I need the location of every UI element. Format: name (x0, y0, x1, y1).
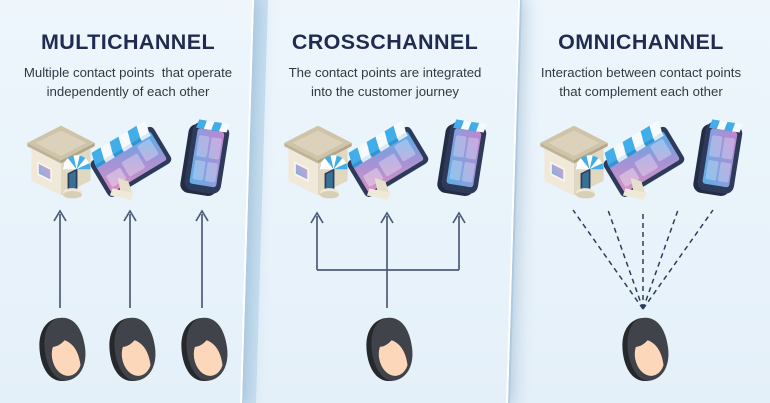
customers-row (8, 314, 248, 394)
column-crosschannel: CROSSCHANNEL The contact points are inte… (265, 0, 505, 403)
description-line: The contact points are integrated (288, 65, 482, 80)
physical-store-icon (26, 124, 96, 200)
channel-icons-row (265, 112, 505, 202)
description-line: into the customer journey (310, 83, 460, 99)
mobile-online-store-icon (179, 118, 231, 198)
description-line: Interaction between contact points (540, 65, 742, 80)
physical-store-icon (283, 124, 353, 200)
mobile-online-store-icon (692, 118, 744, 198)
customer-avatar (362, 315, 417, 384)
description-line: independently of each other (46, 83, 210, 99)
mobile-online-store-icon (436, 118, 488, 198)
column-title: CROSSCHANNEL (291, 30, 479, 54)
desktop-online-store-icon (341, 118, 431, 200)
independent-up-arrows (53, 209, 209, 308)
description-line: that complement each other (559, 83, 723, 99)
customers-row (521, 314, 761, 394)
column-title: OMNICHANNEL (558, 30, 724, 54)
column-title: MULTICHANNEL (41, 30, 215, 54)
column-description: Interaction between contact points that … (521, 64, 761, 101)
customer-avatar (177, 315, 232, 384)
desktop-online-store-icon (597, 118, 687, 200)
customer-avatar (618, 315, 673, 384)
column-multichannel: MULTICHANNEL Multiple contact points tha… (8, 0, 248, 403)
description-line: Multiple contact points that operate (23, 65, 233, 80)
customer-avatar (35, 315, 90, 384)
customers-row (265, 314, 505, 394)
dashed-fan-lines (572, 209, 714, 310)
desktop-online-store-icon (84, 118, 174, 200)
forked-up-arrows (310, 211, 466, 308)
column-omnichannel: OMNICHANNEL Interaction between contact … (521, 0, 761, 403)
customer-avatar (105, 315, 160, 384)
column-description: Multiple contact points that operate ind… (8, 64, 248, 101)
channel-icons-row (521, 112, 761, 202)
column-description: The contact points are integrated into t… (265, 64, 505, 101)
channel-icons-row (8, 112, 248, 202)
physical-store-icon (539, 124, 609, 200)
